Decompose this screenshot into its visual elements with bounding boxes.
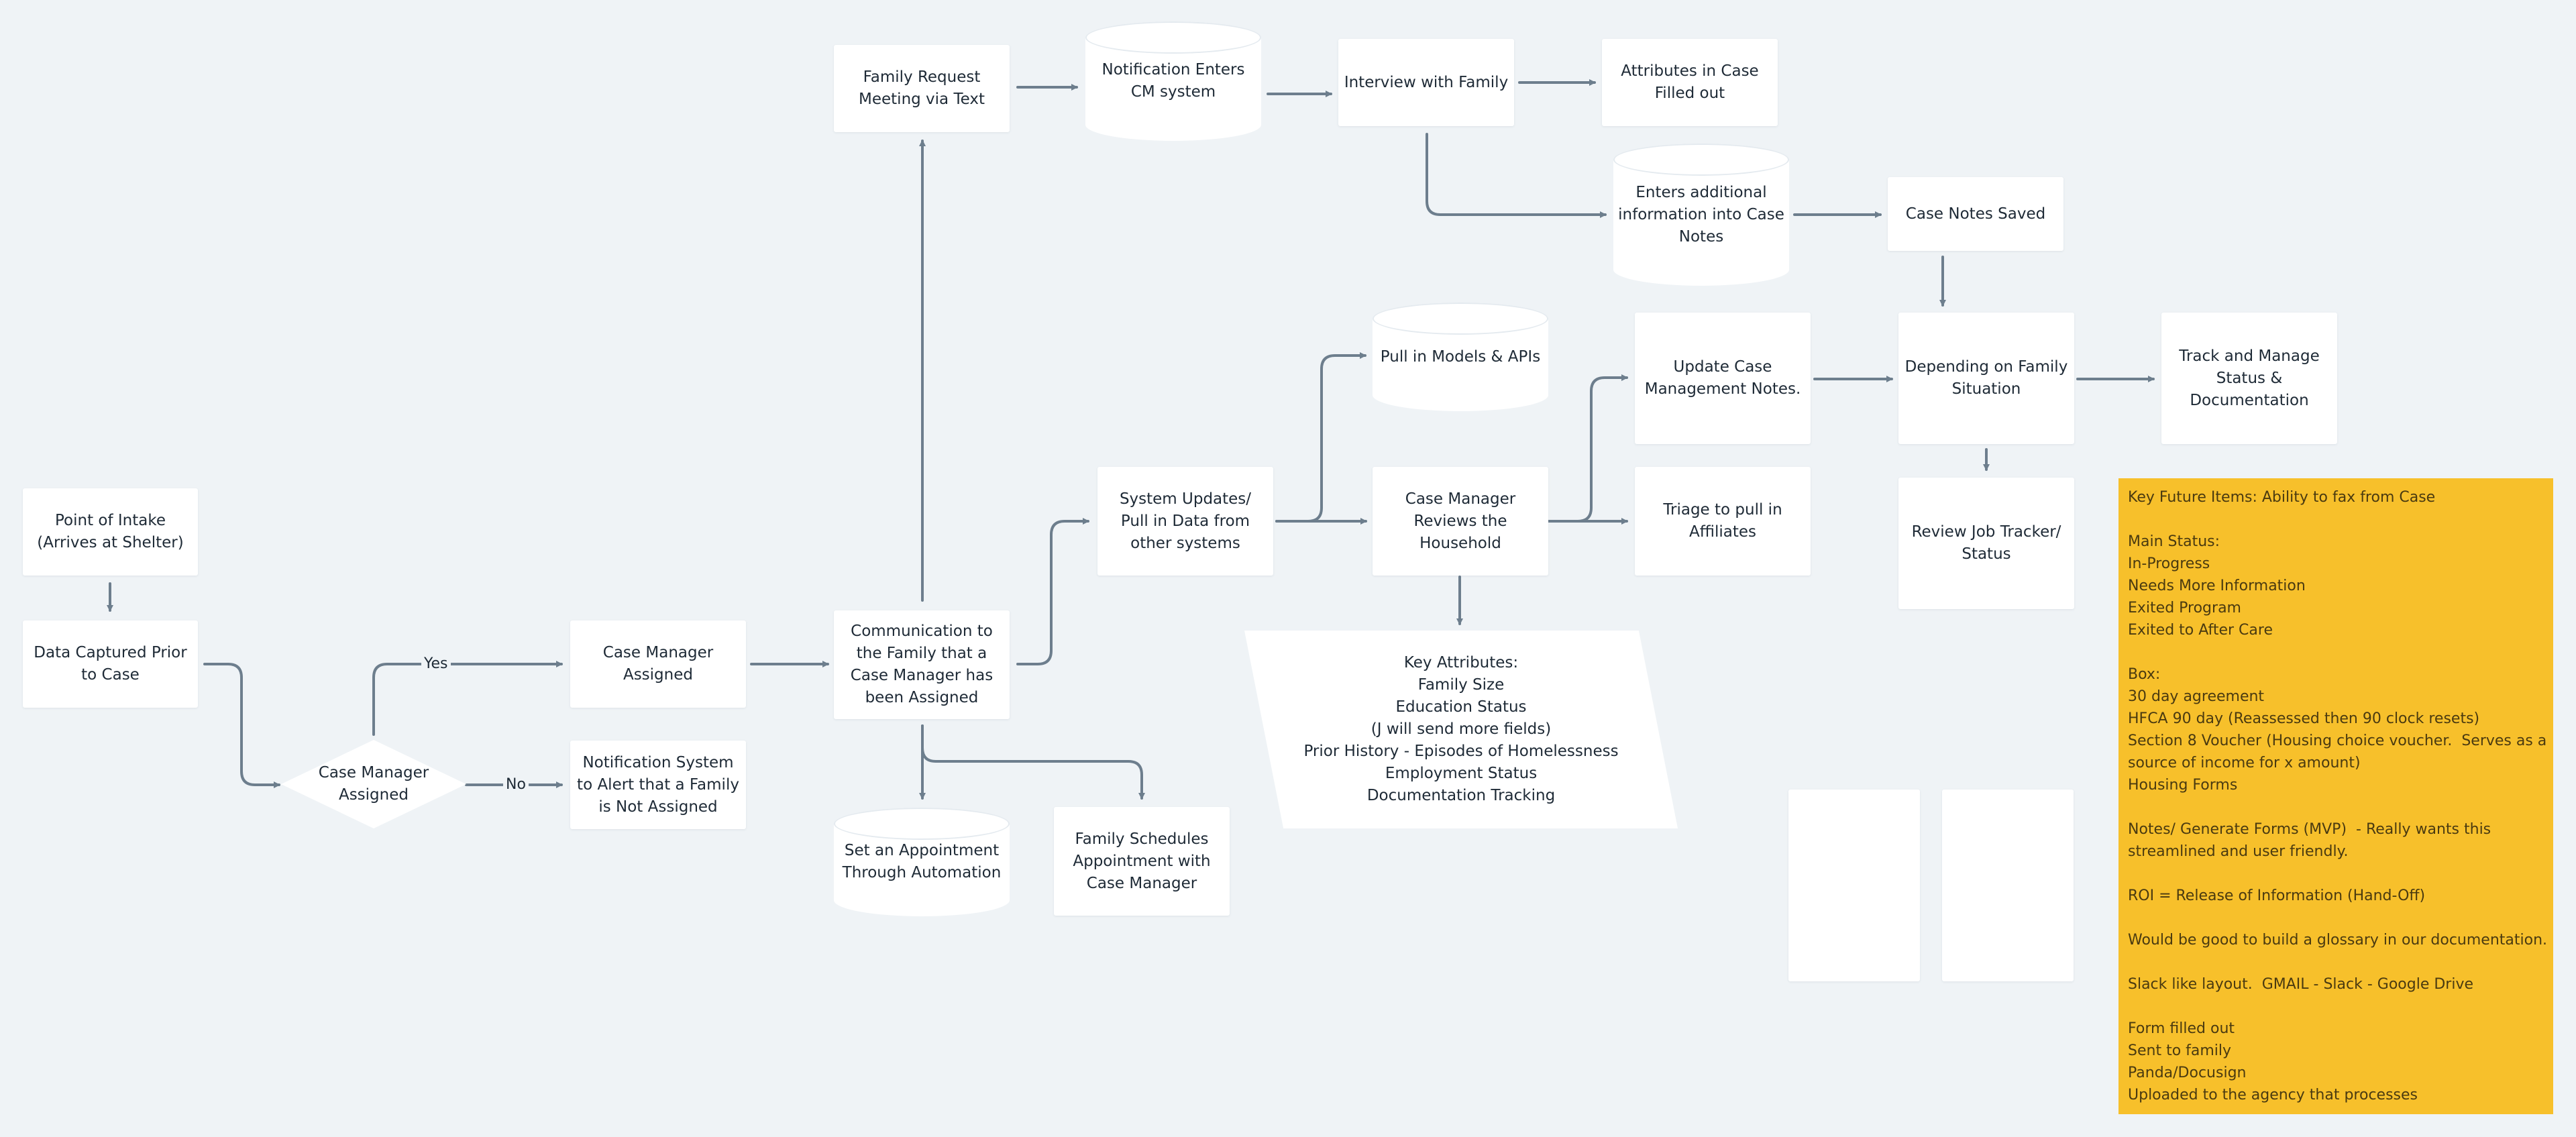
sticky-note-line: Slack like layout. GMAIL - Slack - Googl… bbox=[2128, 976, 2474, 993]
edge-communication-to-family-schedules bbox=[921, 724, 1145, 800]
depending-label: Depending on Family Situation bbox=[1904, 358, 2068, 398]
sticky-note-line: Uploaded to the agency that processes bbox=[2128, 1087, 2418, 1103]
interview-node[interactable]: Interview with Family bbox=[1338, 39, 1514, 126]
family-request-node[interactable]: Family Request Meeting via Text bbox=[834, 45, 1010, 132]
empty-card-left[interactable] bbox=[1788, 790, 1920, 981]
case-manager-decision-label: Case Manager Assigned bbox=[318, 764, 429, 804]
edge-communication-to-system bbox=[1016, 518, 1089, 665]
sticky-note-line bbox=[2128, 641, 2544, 663]
sticky-note-line: Box: bbox=[2128, 666, 2161, 683]
point-of-intake-label: Point of Intake (Arrives at Shelter) bbox=[37, 512, 184, 551]
set-appointment-label: Set an Appointment Through Automation bbox=[842, 842, 1002, 881]
update-notes-label: Update Case Management Notes. bbox=[1644, 358, 1801, 398]
pull-models-database[interactable]: Pull in Models & APIs bbox=[1373, 303, 1548, 411]
family-schedules-node[interactable]: Family Schedules Appointment with Case M… bbox=[1054, 807, 1230, 916]
edge-reviews-to-update bbox=[1546, 374, 1628, 523]
point-of-intake-node[interactable]: Point of Intake (Arrives at Shelter) bbox=[23, 488, 198, 576]
database-top-ellipse bbox=[1373, 303, 1548, 335]
edge-data-to-decision bbox=[203, 663, 280, 788]
notification-enters-database[interactable]: Notification Enters CM system bbox=[1085, 21, 1261, 141]
case-manager-assigned-node[interactable]: Case Manager Assigned bbox=[570, 620, 746, 708]
notification-enters-label: Notification Enters CM system bbox=[1102, 61, 1245, 101]
family-request-label: Family Request Meeting via Text bbox=[859, 68, 985, 108]
sticky-note-line bbox=[2128, 796, 2544, 818]
triage-node[interactable]: Triage to pull in Affiliates bbox=[1635, 467, 1811, 576]
sticky-note-line bbox=[2128, 863, 2544, 885]
sticky-note-line: Housing Forms bbox=[2128, 777, 2238, 794]
sticky-note-line: Would be good to build a glossary in our… bbox=[2128, 932, 2548, 949]
case-notes-saved-label: Case Notes Saved bbox=[1905, 205, 2046, 223]
notification-not-assigned-node[interactable]: Notification System to Alert that a Fami… bbox=[570, 741, 746, 829]
family-schedules-label: Family Schedules Appointment with Case M… bbox=[1073, 830, 1211, 892]
sticky-note-line: Exited Program bbox=[2128, 600, 2241, 616]
notification-not-assigned-label: Notification System to Alert that a Fami… bbox=[577, 753, 739, 816]
database-top-ellipse bbox=[1613, 144, 1789, 176]
database-top-ellipse bbox=[1085, 21, 1261, 54]
case-manager-assigned-label: Case Manager Assigned bbox=[602, 644, 714, 684]
sticky-note-line bbox=[2128, 508, 2544, 531]
enters-additional-label: Enters additional information into Case … bbox=[1618, 183, 1784, 246]
set-appointment-database[interactable]: Set an Appointment Through Automation bbox=[834, 808, 1010, 916]
sticky-note-line: Main Status: bbox=[2128, 533, 2220, 550]
enters-additional-database[interactable]: Enters additional information into Case … bbox=[1613, 144, 1789, 286]
sticky-note-line: HFCA 90 day (Reassessed then 90 clock re… bbox=[2128, 710, 2480, 727]
sticky-note-line bbox=[2128, 907, 2544, 929]
review-job-node[interactable]: Review Job Tracker/ Status bbox=[1898, 478, 2074, 609]
attributes-filled-label: Attributes in Case Filled out bbox=[1621, 62, 1759, 102]
sticky-note-line: Needs More Information bbox=[2128, 578, 2306, 594]
empty-card-right[interactable] bbox=[1942, 790, 2074, 981]
edge-system-to-models bbox=[1275, 352, 1366, 523]
depending-node[interactable]: Depending on Family Situation bbox=[1898, 313, 2074, 444]
sticky-note-line: streamlined and user friendly. bbox=[2128, 843, 2349, 860]
sticky-note[interactable]: Key Future Items: Ability to fax from Ca… bbox=[2118, 478, 2553, 1114]
key-attributes-label: Key Attributes: Family Size Education St… bbox=[1303, 654, 1619, 804]
system-updates-label: System Updates/ Pull in Data from other … bbox=[1119, 490, 1252, 552]
no-edge-label: No bbox=[503, 776, 529, 794]
reviews-household-node[interactable]: Case Manager Reviews the Household bbox=[1373, 467, 1548, 576]
data-captured-node[interactable]: Data Captured Prior to Case bbox=[23, 620, 198, 708]
sticky-note-line: Key Future Items: Ability to fax from Ca… bbox=[2128, 489, 2436, 506]
communication-label: Communication to the Family that a Case … bbox=[850, 622, 994, 706]
review-job-label: Review Job Tracker/ Status bbox=[1911, 523, 2061, 563]
interview-label: Interview with Family bbox=[1344, 73, 1509, 91]
key-attributes-parallelogram[interactable]: Key Attributes: Family Size Education St… bbox=[1244, 631, 1678, 828]
system-updates-node[interactable]: System Updates/ Pull in Data from other … bbox=[1097, 467, 1273, 576]
sticky-note-line: In-Progress bbox=[2128, 555, 2210, 572]
sticky-note-line: Section 8 Voucher (Housing choice vouche… bbox=[2128, 733, 2547, 749]
case-manager-decision-diamond[interactable]: Case Manager Assigned bbox=[281, 740, 466, 828]
sticky-note-line: Notes/ Generate Forms (MVP) - Really wan… bbox=[2128, 821, 2491, 838]
sticky-note-line: Panda/Docusign bbox=[2128, 1065, 2247, 1081]
track-manage-node[interactable]: Track and Manage Status & Documentation bbox=[2161, 313, 2337, 444]
communication-node[interactable]: Communication to the Family that a Case … bbox=[834, 610, 1010, 719]
parallelogram-shape bbox=[1244, 631, 1678, 828]
database-bottom-ellipse bbox=[1085, 109, 1261, 141]
database-bottom-ellipse bbox=[834, 884, 1010, 916]
attributes-filled-node[interactable]: Attributes in Case Filled out bbox=[1602, 39, 1778, 126]
data-captured-label: Data Captured Prior to Case bbox=[34, 644, 187, 684]
sticky-note-line bbox=[2128, 951, 2544, 973]
yes-edge-label: Yes bbox=[421, 655, 451, 673]
database-bottom-ellipse bbox=[1613, 254, 1789, 286]
sticky-note-line: 30 day agreement bbox=[2128, 688, 2265, 705]
database-top-ellipse bbox=[834, 808, 1010, 840]
sticky-note-line: Form filled out bbox=[2128, 1020, 2235, 1037]
sticky-note-line: source of income for x amount) bbox=[2128, 755, 2361, 771]
sticky-note-line bbox=[2128, 995, 2544, 1018]
triage-label: Triage to pull in Affiliates bbox=[1663, 501, 1782, 541]
case-notes-saved-node[interactable]: Case Notes Saved bbox=[1888, 177, 2063, 251]
sticky-note-line: Sent to family bbox=[2128, 1042, 2232, 1059]
sticky-note-line: ROI = Release of Information (Hand-Off) bbox=[2128, 887, 2426, 904]
track-manage-label: Track and Manage Status & Documentation bbox=[2179, 347, 2320, 409]
edge-decision-yes bbox=[372, 661, 563, 736]
sticky-note-line: Exited to After Care bbox=[2128, 622, 2273, 639]
database-bottom-ellipse bbox=[1373, 379, 1548, 411]
update-notes-node[interactable]: Update Case Management Notes. bbox=[1635, 313, 1811, 444]
reviews-household-label: Case Manager Reviews the Household bbox=[1405, 490, 1516, 552]
edge-interview-to-enters bbox=[1426, 133, 1607, 218]
pull-models-label: Pull in Models & APIs bbox=[1380, 347, 1541, 366]
